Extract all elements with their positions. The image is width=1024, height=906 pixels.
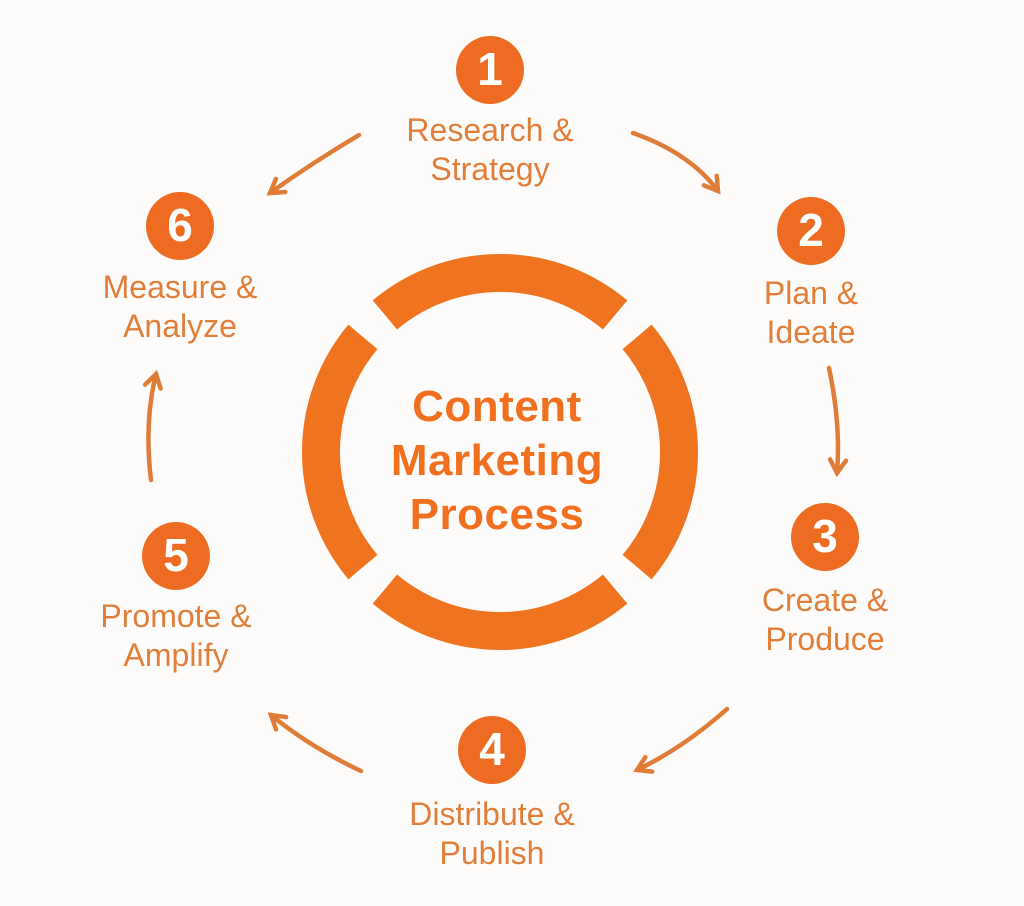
step-3-number: 3	[812, 510, 838, 562]
step-3-number-badge: 3	[791, 503, 859, 571]
diagram-title-line-3: Process	[409, 490, 585, 539]
ring-arc-right	[622, 324, 698, 580]
step-4-label-line-2: Publish	[439, 835, 545, 871]
step-4-number-badge: 4	[458, 716, 526, 784]
step-3-label-line-1: Create &	[761, 582, 889, 618]
step-6-label-line-1: Measure &	[102, 269, 258, 305]
step-6-number: 6	[167, 199, 193, 251]
step-4-label-line-1: Distribute &	[409, 796, 575, 832]
arrow-left-to-step-6	[142, 369, 163, 483]
step-5-label: Promote & Amplify	[46, 597, 306, 675]
step-2-label-line-2: Ideate	[766, 314, 856, 350]
step-6-label-line-2: Analyze	[123, 308, 237, 344]
diagram-title-line-1: Content	[412, 382, 582, 431]
step-1-label: Research & Strategy	[360, 111, 620, 189]
step-3-label: Create & Produce	[705, 581, 945, 659]
diagram-title: Content Marketing Process	[347, 380, 647, 542]
step-1-number: 1	[477, 43, 503, 95]
ring-arc-bottom	[372, 574, 628, 650]
step-1-label-line-2: Strategy	[430, 151, 550, 187]
ring-arc-left	[302, 324, 378, 580]
step-2-number: 2	[798, 204, 824, 256]
step-2-label: Plan & Ideate	[691, 274, 931, 352]
step-5-number: 5	[163, 529, 189, 581]
step-6-label: Measure & Analyze	[50, 268, 310, 346]
arrow-top-right-to-step-2	[630, 130, 721, 195]
step-3-label-line-2: Produce	[765, 621, 885, 657]
arrow-right-to-step-3	[826, 365, 849, 478]
ring-arc-top	[372, 254, 628, 330]
step-1-label-line-1: Research &	[406, 112, 574, 148]
arrow-bottom-left-to-step-5	[267, 712, 364, 774]
diagram-title-line-2: Marketing	[390, 436, 604, 485]
step-2-number-badge: 2	[777, 197, 845, 265]
arrow-bottom-right-to-step-4	[633, 706, 730, 774]
step-5-number-badge: 5	[142, 522, 210, 590]
arrow-top-left-to-step-6	[266, 132, 362, 196]
step-4-number: 4	[479, 723, 505, 775]
step-6-number-badge: 6	[146, 192, 214, 260]
step-5-label-line-1: Promote &	[100, 598, 252, 634]
step-4-label: Distribute & Publish	[362, 795, 622, 873]
step-2-label-line-1: Plan &	[763, 275, 859, 311]
step-1-number-badge: 1	[456, 36, 524, 104]
step-5-label-line-2: Amplify	[123, 637, 229, 673]
